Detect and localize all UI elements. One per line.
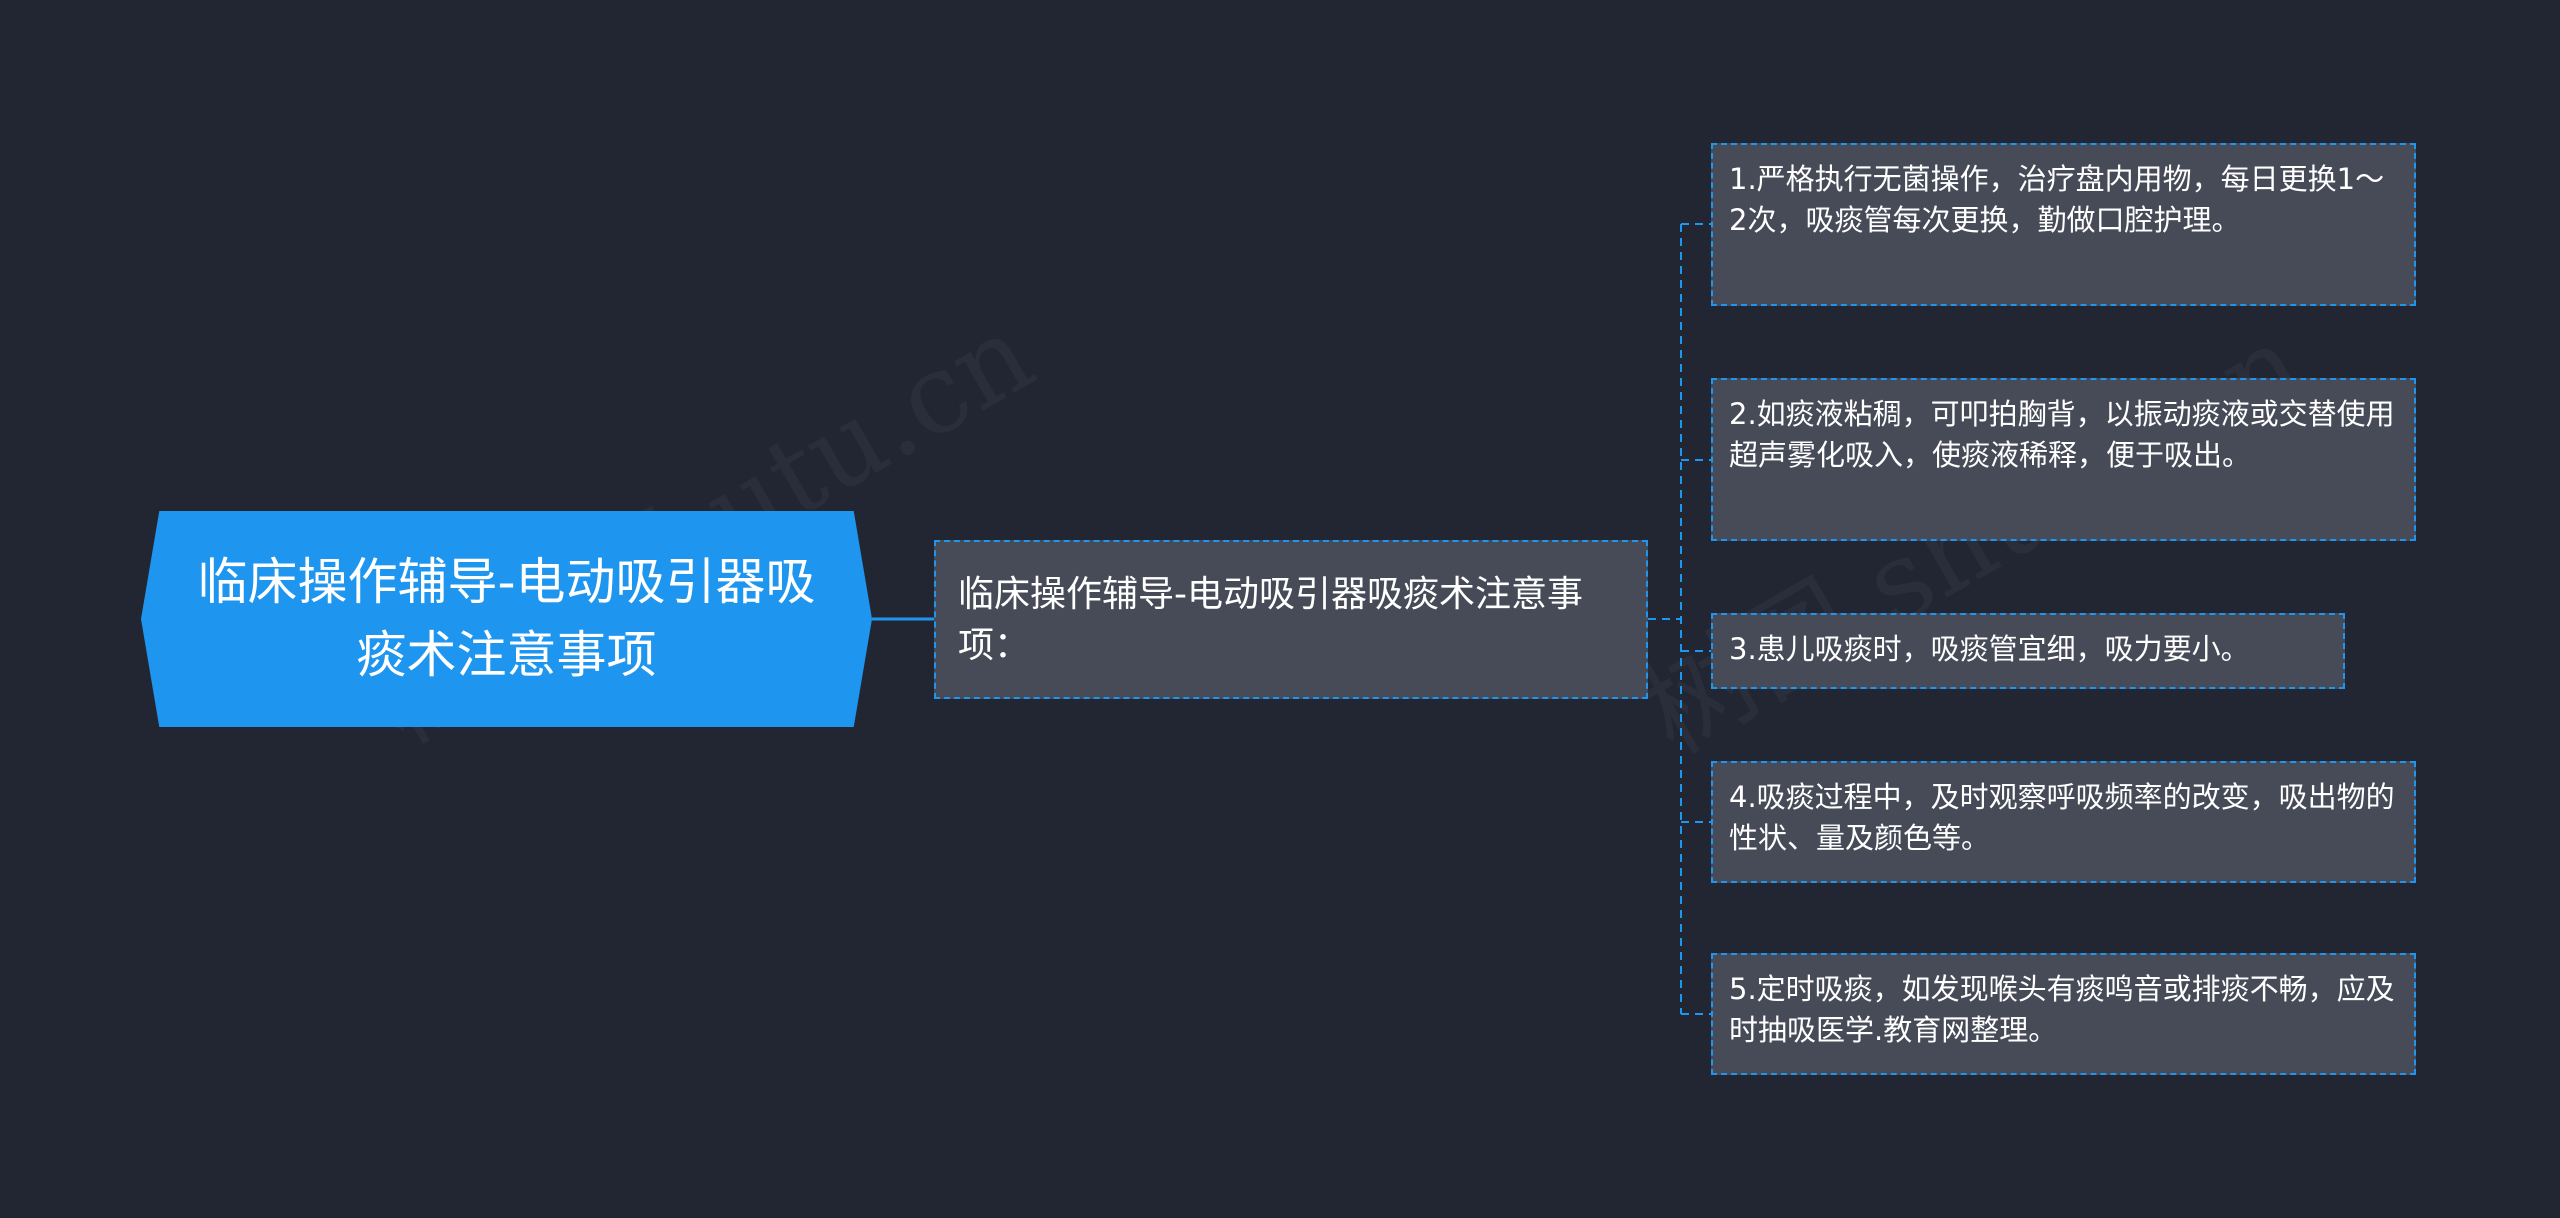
leaf-node-1[interactable]: 1.严格执行无菌操作，治疗盘内用物，每日更换1～2次，吸痰管每次更换，勤做口腔护… [1711, 143, 2416, 306]
branch-node-label: 临床操作辅导-电动吸引器吸痰术注意事项： [958, 573, 1583, 666]
leaf-node-label: 2.如痰液粘稠，可叩拍胸背，以振动痰液或交替使用超声雾化吸入，使痰液稀释，便于吸… [1729, 397, 2395, 472]
leaf-node-label: 5.定时吸痰，如发现喉头有痰鸣音或排痰不畅，应及时抽吸医学.教育网整理。 [1729, 972, 2395, 1047]
root-node[interactable]: 临床操作辅导-电动吸引器吸痰术注意事项 [141, 511, 872, 727]
leaf-node-label: 1.严格执行无菌操作，治疗盘内用物，每日更换1～2次，吸痰管每次更换，勤做口腔护… [1729, 162, 2385, 237]
root-node-label: 临床操作辅导-电动吸引器吸痰术注意事项 [197, 553, 816, 684]
leaf-node-5[interactable]: 5.定时吸痰，如发现喉头有痰鸣音或排痰不畅，应及时抽吸医学.教育网整理。 [1711, 953, 2416, 1075]
leaf-node-2[interactable]: 2.如痰液粘稠，可叩拍胸背，以振动痰液或交替使用超声雾化吸入，使痰液稀释，便于吸… [1711, 378, 2416, 541]
leaf-node-4[interactable]: 4.吸痰过程中，及时观察呼吸频率的改变，吸出物的性状、量及颜色等。 [1711, 761, 2416, 883]
leaf-node-3[interactable]: 3.患儿吸痰时，吸痰管宜细，吸力要小。 [1711, 613, 2345, 689]
branch-node[interactable]: 临床操作辅导-电动吸引器吸痰术注意事项： [934, 540, 1648, 699]
leaf-node-label: 4.吸痰过程中，及时观察呼吸频率的改变，吸出物的性状、量及颜色等。 [1729, 780, 2395, 855]
leaf-node-label: 3.患儿吸痰时，吸痰管宜细，吸力要小。 [1729, 632, 2250, 666]
